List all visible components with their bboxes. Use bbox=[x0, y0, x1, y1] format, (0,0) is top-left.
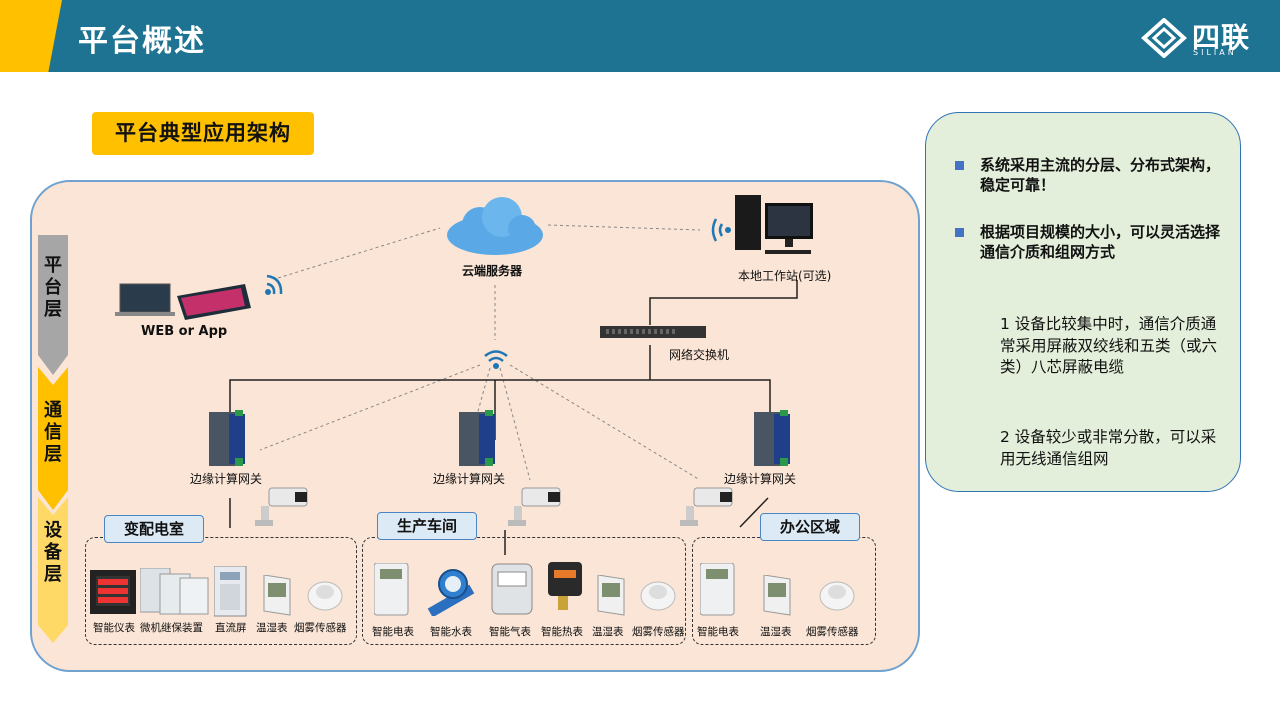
device-label: 微机继保装置 bbox=[140, 622, 203, 634]
gateway-label-2: 边缘计算网关 bbox=[433, 472, 506, 486]
device-label: 智能电表 bbox=[372, 626, 414, 638]
layer-label-platform: 平 台 层 bbox=[44, 255, 62, 320]
smart-meter-panel-icon bbox=[90, 570, 136, 614]
smart-heat-meter-icon bbox=[548, 562, 582, 610]
layer-column bbox=[38, 235, 68, 643]
device-label: 温湿表 bbox=[592, 626, 624, 638]
side-panel bbox=[925, 112, 1241, 492]
camera-icon bbox=[255, 487, 308, 526]
smart-electric-meter-icon bbox=[700, 563, 735, 616]
device-label: 烟雾传感器 bbox=[806, 626, 859, 638]
gateway-icon bbox=[459, 410, 495, 466]
section-label: 平台典型应用架构 bbox=[92, 112, 314, 155]
connection-lines bbox=[229, 224, 798, 555]
wifi-icon bbox=[484, 350, 508, 369]
thermo-hygrometer-icon bbox=[597, 575, 625, 616]
note-text-1: 1 设备比较集中时，通信介质通常采用屏蔽双绞线和五类（或六类）八芯屏蔽电缆 bbox=[1000, 315, 1218, 376]
layer-label-comm: 通 信 层 bbox=[44, 400, 62, 465]
device-label: 智能电表 bbox=[697, 626, 739, 638]
smart-gas-meter-icon bbox=[491, 563, 533, 615]
camera-icon bbox=[680, 487, 733, 526]
bullet-square-icon bbox=[955, 161, 964, 170]
bullet-text-1: 系统采用主流的分层、分布式架构，稳定可靠！ bbox=[980, 156, 1221, 194]
wifi-icon bbox=[265, 274, 283, 295]
dc-panel-icon bbox=[214, 566, 247, 617]
header-bar bbox=[0, 0, 1280, 72]
device-label: 烟雾传感器 bbox=[294, 622, 347, 634]
layer-label-device: 设 备 层 bbox=[44, 520, 62, 585]
device-label: 智能气表 bbox=[489, 626, 531, 638]
zone-label-workshop: 生产车间 bbox=[377, 512, 477, 540]
thermo-hygrometer-icon bbox=[763, 575, 791, 616]
laptop-tablet-icon bbox=[115, 283, 251, 320]
zone-label-office: 办公区域 bbox=[760, 513, 860, 541]
camera-icon bbox=[508, 487, 561, 526]
device-label: 智能仪表 bbox=[93, 622, 135, 634]
device-label: 直流屏 bbox=[215, 622, 247, 634]
gateway-label-3: 边缘计算网关 bbox=[724, 472, 797, 486]
smoke-sensor-icon bbox=[307, 581, 343, 611]
device-label: 智能热表 bbox=[541, 626, 583, 638]
smoke-sensor-icon bbox=[640, 581, 676, 611]
network-switch-icon bbox=[600, 326, 706, 338]
device-label: 温湿表 bbox=[760, 626, 792, 638]
smart-electric-meter-icon bbox=[374, 563, 409, 616]
note-text-2: 2 设备较少或非常分散，可以采用无线通信组网 bbox=[1000, 428, 1217, 468]
silian-logo-icon bbox=[1141, 18, 1187, 58]
device-label: 烟雾传感器 bbox=[632, 626, 685, 638]
cloud-icon bbox=[447, 197, 543, 255]
bullet-text-2: 根据项目规模的大小，可以灵活选择通信介质和组网方式 bbox=[980, 223, 1221, 261]
logo-subtext: SILIAN bbox=[1193, 48, 1237, 57]
bullet-square-icon bbox=[955, 228, 964, 237]
relay-protection-icon bbox=[140, 568, 209, 615]
workstation-icon bbox=[735, 195, 813, 254]
cloud-label: 云端服务器 bbox=[462, 264, 523, 278]
gateway-icon bbox=[754, 410, 790, 466]
smart-water-meter-icon bbox=[427, 569, 475, 616]
zone-box-substation bbox=[85, 537, 357, 645]
web-app-label: WEB or App bbox=[141, 324, 228, 339]
zone-label-substation: 变配电室 bbox=[104, 515, 204, 543]
workstation-label: 本地工作站(可选) bbox=[738, 269, 832, 283]
gateway-icon bbox=[209, 410, 245, 466]
page-title: 平台概述 bbox=[78, 24, 206, 59]
wifi-icon bbox=[711, 218, 731, 242]
gateway-label-1: 边缘计算网关 bbox=[190, 472, 263, 486]
device-label: 智能水表 bbox=[430, 626, 472, 638]
thermo-hygrometer-icon bbox=[263, 575, 291, 616]
switch-label: 网络交换机 bbox=[669, 348, 730, 362]
device-label: 温湿表 bbox=[256, 622, 288, 634]
smoke-sensor-icon bbox=[819, 581, 855, 611]
zone-box-workshop bbox=[362, 537, 686, 645]
logo-text: 四联 bbox=[1192, 21, 1251, 54]
